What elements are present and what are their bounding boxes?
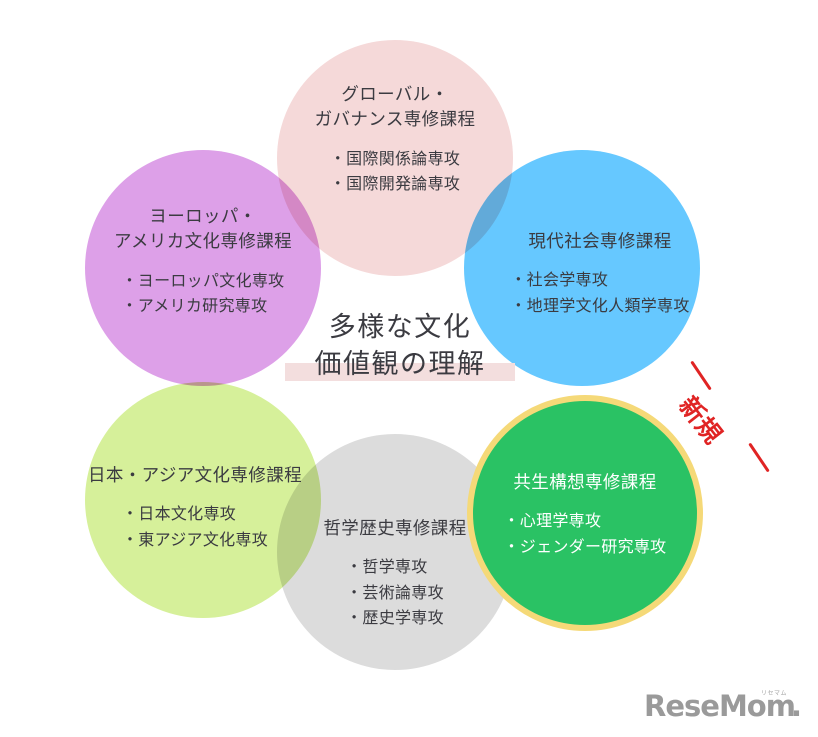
major-item: ・社会学専攻 — [510, 272, 609, 290]
center-caption-line-1-text: 多様な文化 — [328, 312, 472, 342]
new-badge: 新規 — [673, 352, 786, 482]
center-caption-line-2-text: 価値観の理解 — [314, 349, 486, 380]
circle-japan-asia-majors: ・日本文化専攻 ・東アジア文化専攻 — [122, 502, 268, 553]
major-item: ・国際開発論専攻 — [329, 176, 461, 194]
circle-modern-society[interactable]: 現代社会専修課程 ・社会学専攻 ・地理学文化人類学専攻 — [464, 150, 700, 386]
major-item: ・ジェンダー研究専攻 — [503, 538, 667, 556]
circle-modern-society-content: 現代社会専修課程 ・社会学専攻 ・地理学文化人類学専攻 — [464, 150, 700, 386]
new-badge-tick-right-icon — [748, 442, 770, 473]
circle-global-governance-title: グローバル・ ガバナンス専修課程 — [315, 82, 476, 133]
highlight-band — [285, 362, 515, 381]
major-item: ・心理学専攻 — [503, 513, 602, 531]
major-item: ・アメリカ研究専攻 — [121, 298, 268, 316]
title-line-1: グローバル・ — [341, 84, 449, 105]
resemom-logo-ruby: リセマム — [760, 691, 787, 697]
circle-global-governance-majors: ・国際関係論専攻 ・国際開発論専攻 — [330, 147, 460, 198]
title-line-1: 哲学歴史専修課程 — [323, 517, 467, 538]
major-item: ・日本文化専攻 — [121, 506, 237, 524]
major-item: ・東アジア文化専攻 — [121, 531, 269, 549]
circle-kyosei-kousou-majors: ・心理学専攻 ・ジェンダー研究専攻 — [503, 509, 666, 560]
circle-kyosei-kousou[interactable]: 共生構想専修課程 ・心理学専攻 ・ジェンダー研究専攻 — [467, 395, 703, 631]
title-line-1: 共生構想専修課程 — [513, 471, 657, 492]
new-badge-label: 新規 — [673, 391, 728, 450]
major-item: ・歴史学専攻 — [346, 610, 444, 628]
circle-modern-society-majors: ・社会学専攻 ・地理学文化人類学専攻 — [510, 268, 689, 319]
circle-philosophy-history-title: 哲学歴史専修課程 — [323, 516, 466, 541]
resemom-logo-dot: . — [790, 689, 802, 723]
circle-modern-society-title: 現代社会専修課程 — [528, 229, 671, 254]
center-caption-line-2: 価値観の理解 — [285, 346, 515, 383]
circle-kyosei-kousou-content: 共生構想専修課程 ・心理学専攻 ・ジェンダー研究専攻 — [473, 401, 697, 625]
major-item: ・地理学文化人類学専攻 — [510, 297, 690, 315]
circle-euro-america[interactable]: ヨーロッパ・ アメリカ文化専修課程 ・ヨーロッパ文化専攻 ・アメリカ研究専攻 — [85, 150, 321, 386]
major-item: ・哲学専攻 — [346, 559, 428, 577]
circle-euro-america-content: ヨーロッパ・ アメリカ文化専修課程 ・ヨーロッパ文化専攻 ・アメリカ研究専攻 — [85, 150, 321, 386]
circle-kyosei-kousou-title: 共生構想専修課程 — [513, 470, 656, 495]
circle-euro-america-title: ヨーロッパ・ アメリカ文化専修課程 — [114, 204, 292, 255]
new-badge-tick-left-icon — [690, 360, 712, 391]
circle-euro-america-majors: ・ヨーロッパ文化専攻 ・アメリカ研究専攻 — [121, 269, 284, 320]
title-line-1: ヨーロッパ・ — [149, 206, 257, 227]
title-line-2: アメリカ文化専修課程 — [113, 231, 293, 252]
major-item: ・国際関係論専攻 — [329, 150, 461, 168]
circle-philosophy-history-majors: ・哲学専攻 ・芸術論専攻 ・歴史学専攻 — [346, 555, 444, 632]
major-item: ・ヨーロッパ文化専攻 — [121, 272, 285, 290]
circle-japan-asia-title: 日本・アジア文化専修課程 — [88, 463, 302, 488]
title-line-1: 現代社会専修課程 — [528, 230, 672, 251]
major-item: ・芸術論専攻 — [346, 584, 444, 602]
title-line-2: ガバナンス専修課程 — [314, 109, 476, 130]
resemom-logo[interactable]: ReseMom リセマム . — [644, 689, 802, 723]
resemom-logo-word: ReseMom — [644, 689, 796, 723]
title-line-1: 日本・アジア文化専修課程 — [87, 464, 303, 485]
